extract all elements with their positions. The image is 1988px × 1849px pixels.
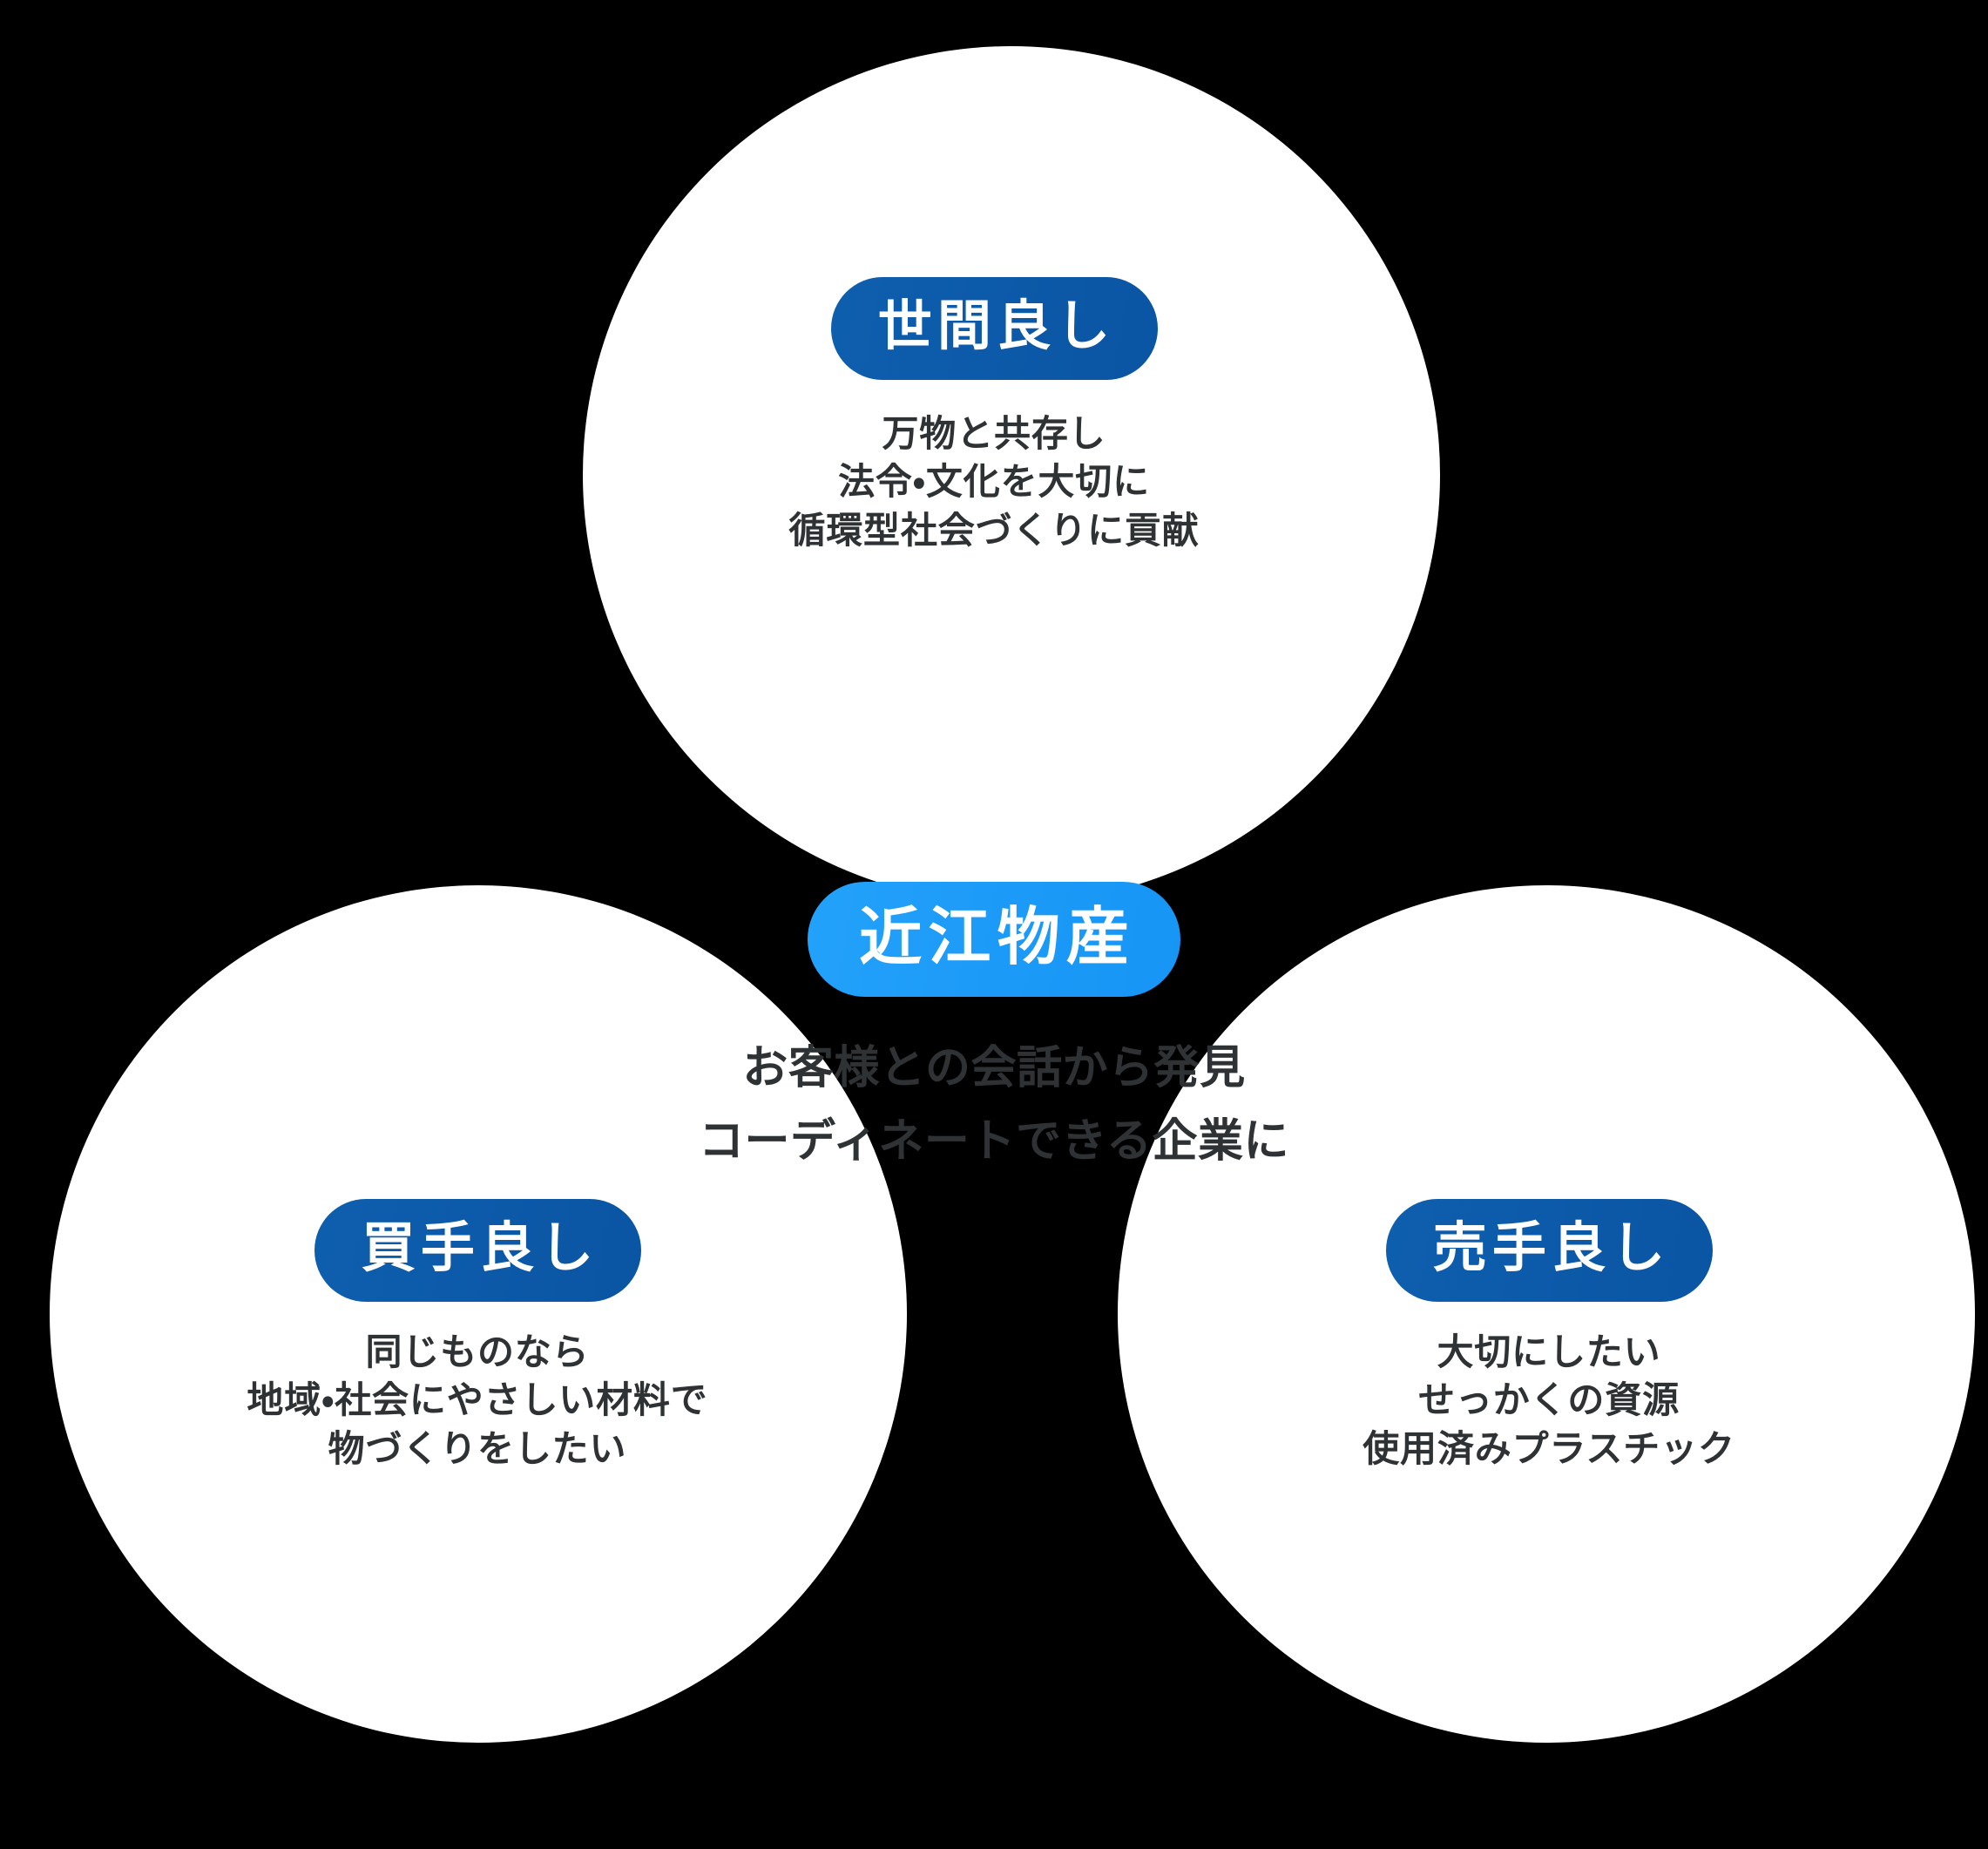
venn-circles-group	[50, 46, 1975, 1743]
section-omi-bussan: 近江物産 お客様との会話から発見 コーディネートできる企業に	[0, 882, 1988, 1178]
description-line: お客様との会話から発見	[742, 1043, 1246, 1094]
section-seken-yoshi: 世間良し 万物と共存し 法令・文化を大切に 循環型社会づくりに貢献	[0, 277, 1988, 554]
description-line: せっかくの資源	[1418, 1379, 1680, 1421]
description-line: 大切にしたい	[1437, 1331, 1661, 1372]
section-kaite-yoshi: 買手良し 同じものなら 地域・社会にやさしい材料で 物づくりをしたい	[52, 1199, 903, 1473]
description-line: 循環型社会づくりに貢献	[788, 509, 1200, 551]
kaite-yoshi-description: 同じものなら 地域・社会にやさしい材料で 物づくりをしたい	[52, 1328, 903, 1473]
urite-yoshi-description: 大切にしたい せっかくの資源 使用済みプラスチック	[1124, 1328, 1974, 1473]
badge-kaite-yoshi[interactable]: 買手良し	[314, 1199, 641, 1302]
circle-bottom-right	[1118, 885, 1975, 1743]
description-line: 物づくりをしたい	[328, 1427, 627, 1469]
circle-top	[583, 46, 1440, 904]
description-line: コーディネートできる企業に	[698, 1116, 1290, 1168]
description-line: 法令・文化を大切に	[838, 461, 1150, 503]
badge-omi-bussan[interactable]: 近江物産	[808, 882, 1180, 997]
badge-urite-yoshi[interactable]: 売手良し	[1385, 1199, 1713, 1302]
omi-bussan-description: お客様との会話から発見 コーディネートできる企業に	[0, 1032, 1988, 1178]
badge-seken-yoshi[interactable]: 世間良し	[830, 277, 1158, 380]
description-line: 万物と共存し	[882, 413, 1106, 454]
description-line: 地域・社会にやさしい材料で	[247, 1379, 708, 1421]
circle-bottom-left	[50, 885, 907, 1743]
description-line: 使用済みプラスチック	[1363, 1427, 1735, 1469]
seken-yoshi-description: 万物と共存し 法令・文化を大切に 循環型社会づくりに貢献	[0, 410, 1988, 554]
section-urite-yoshi: 売手良し 大切にしたい せっかくの資源 使用済みプラスチック	[1124, 1199, 1974, 1473]
description-line: 同じものなら	[365, 1331, 590, 1372]
